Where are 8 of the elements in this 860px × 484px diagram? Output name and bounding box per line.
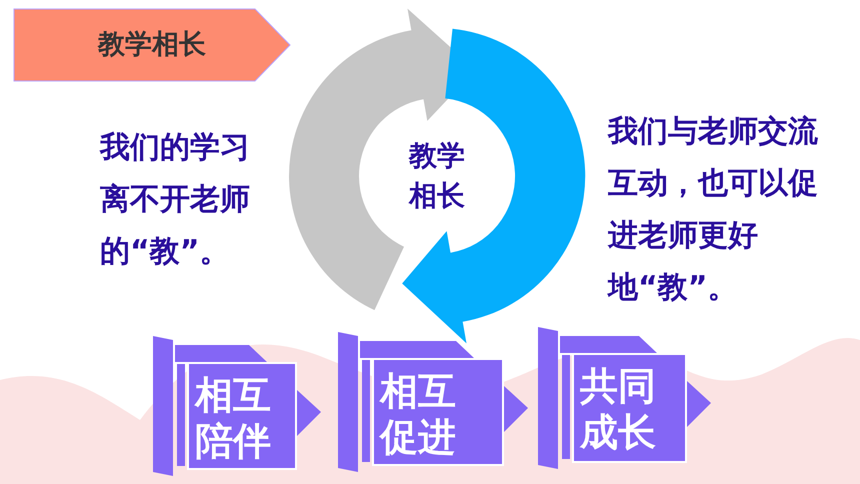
- description-text: 我们与老师交流互动，也可以促进老师更好地“教”。: [608, 113, 819, 307]
- center-title: 教学相长: [408, 138, 466, 214]
- box-label: 相互陪伴: [195, 372, 272, 464]
- description-text: 我们的学习离不开老师的“教”。: [100, 129, 251, 271]
- title-banner: [14, 8, 291, 82]
- box-label: 共同成长: [580, 363, 657, 455]
- box-label: 相互促进: [380, 368, 457, 460]
- banner-title: 教学相长: [96, 28, 207, 62]
